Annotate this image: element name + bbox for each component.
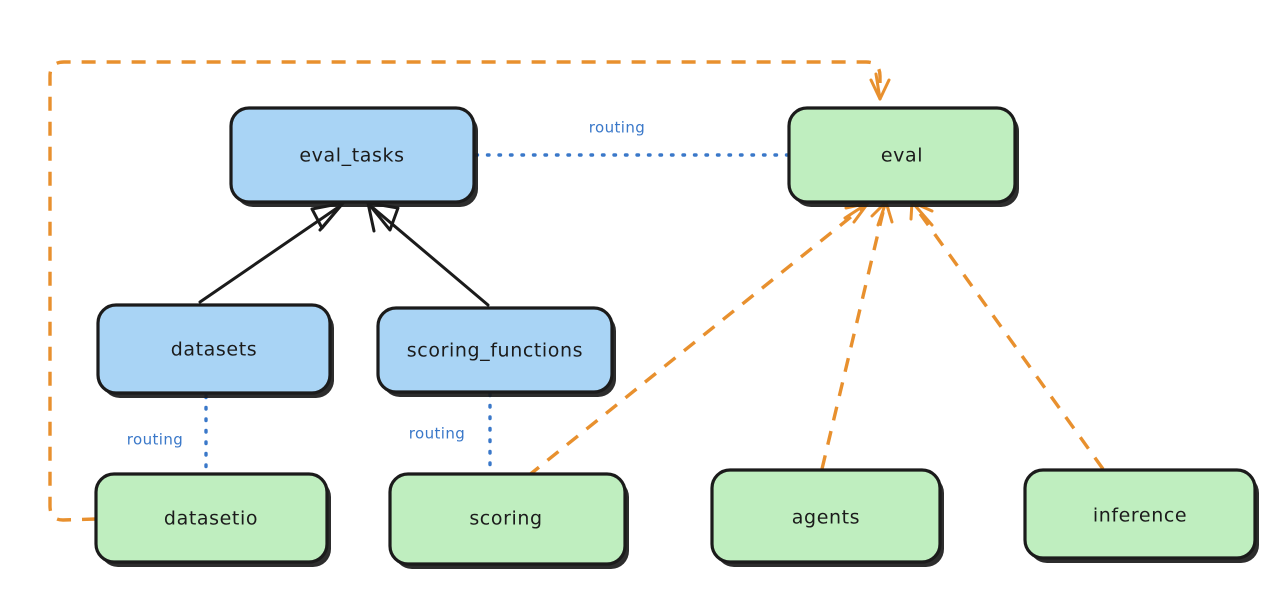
node-datasets-body[interactable] [96, 303, 332, 395]
node-inference[interactable]: inference [1023, 468, 1259, 563]
node-scoring-label: scoring [469, 508, 542, 530]
node-eval-body[interactable] [787, 106, 1017, 204]
node-datasetio-label: datasetio [164, 508, 258, 530]
node-agents[interactable]: agents [710, 468, 944, 567]
node-inference-label: inference [1093, 505, 1187, 527]
node-inference-body[interactable] [1023, 468, 1257, 560]
node-agents-label: agents [792, 507, 860, 529]
edge-label-layer: routing routing routing [127, 119, 645, 449]
node-scoring-functions-label: scoring_functions [407, 340, 583, 362]
edge-datasets-eval-tasks[interactable] [198, 201, 345, 304]
node-datasets[interactable]: datasets [96, 303, 334, 398]
node-layer: eval_tasks eval datasets scoring_functio… [94, 106, 1259, 569]
node-eval[interactable]: eval [787, 106, 1019, 207]
edge-label-routing-scoring-functions-scoring: routing [409, 425, 465, 443]
node-agents-body[interactable] [710, 468, 942, 564]
node-datasetio-body[interactable] [94, 472, 329, 564]
node-eval-tasks-label: eval_tasks [299, 145, 404, 167]
edge-label-routing-datasets-datasetio: routing [127, 431, 183, 449]
node-eval-label: eval [881, 145, 923, 167]
edge-agents-eval[interactable] [820, 200, 894, 470]
edge-label-routing-eval-tasks-eval: routing [589, 119, 645, 137]
node-scoring-body[interactable] [388, 472, 627, 566]
node-eval-tasks[interactable]: eval_tasks [229, 106, 478, 207]
edge-inference-eval[interactable] [909, 200, 1105, 470]
node-scoring-functions-body[interactable] [376, 306, 614, 394]
node-datasetio[interactable]: datasetio [94, 472, 331, 567]
node-scoring-functions[interactable]: scoring_functions [376, 306, 616, 397]
node-eval-tasks-body[interactable] [229, 106, 476, 204]
edge-scoring-functions-eval-tasks[interactable] [366, 201, 490, 307]
node-datasets-label: datasets [171, 339, 258, 361]
edge-datasetio-eval[interactable] [48, 60, 891, 522]
node-scoring[interactable]: scoring [388, 472, 629, 569]
